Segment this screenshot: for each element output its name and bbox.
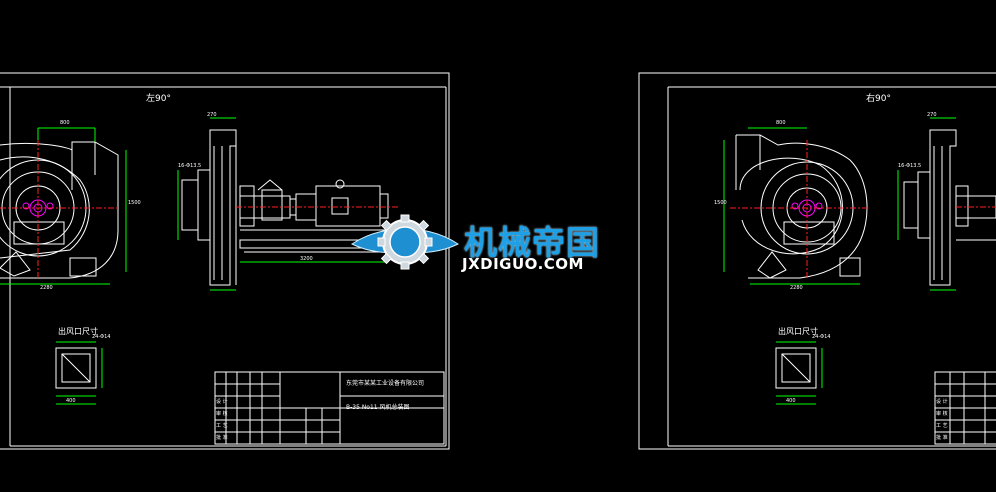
right-title-field-review: 审 核	[936, 411, 948, 417]
dim-label: 1500	[128, 200, 141, 206]
left-title-field-review: 审 核	[216, 411, 228, 417]
right-title-field-process: 工 艺	[936, 423, 948, 429]
right-front-view	[723, 127, 870, 285]
left-outlet-detail	[55, 341, 103, 405]
left-title-field-design: 设 计	[216, 399, 228, 405]
left-title-field-approve: 批 准	[216, 435, 228, 441]
left-view-title: 左90°	[146, 94, 171, 104]
dim-label: 400	[786, 398, 796, 404]
left-front-view	[0, 127, 127, 285]
dim-label: 270	[207, 112, 217, 118]
right-title-field-design: 设 计	[936, 399, 948, 405]
dim-label: 270	[927, 112, 937, 118]
left-drawing-sheet	[0, 72, 450, 450]
right-view-title: 右90°	[866, 94, 891, 104]
left-drive-train	[236, 179, 400, 263]
dim-label: 400	[66, 398, 76, 404]
watermark-url: JXDIGUO.COM	[462, 255, 584, 273]
right-title-block	[934, 371, 996, 445]
right-drawing-sheet	[638, 72, 996, 450]
left-title-field-process: 工 艺	[216, 423, 228, 429]
dim-label: 2280	[40, 285, 53, 291]
left-title-block	[214, 371, 445, 445]
dim-label: 24-Φ14	[812, 334, 831, 340]
right-side-view	[897, 117, 996, 291]
left-title-company: 东莞市某某工业设备有限公司	[346, 380, 425, 387]
left-title-part-name: B-35 No11 风机总装图	[346, 404, 410, 411]
watermark-logo-icon	[351, 214, 459, 270]
dim-label: 1500	[714, 200, 727, 206]
dim-label: 800	[60, 120, 70, 126]
watermark-title: 机械帝国	[464, 223, 600, 262]
right-outlet-detail	[775, 341, 823, 405]
dim-label: 16-Φ13.5	[898, 163, 922, 169]
left-outlet-label: 出风口尺寸	[58, 327, 98, 336]
dim-label: 2280	[790, 285, 803, 291]
dim-label: 16-Φ13.5	[178, 163, 202, 169]
dim-label: 24-Φ14	[92, 334, 111, 340]
left-side-view	[177, 117, 237, 291]
dim-label: 3200	[300, 256, 313, 262]
right-outlet-label: 出风口尺寸	[778, 327, 818, 336]
right-title-field-approve: 批 准	[936, 435, 948, 441]
dim-label: 800	[776, 120, 786, 126]
